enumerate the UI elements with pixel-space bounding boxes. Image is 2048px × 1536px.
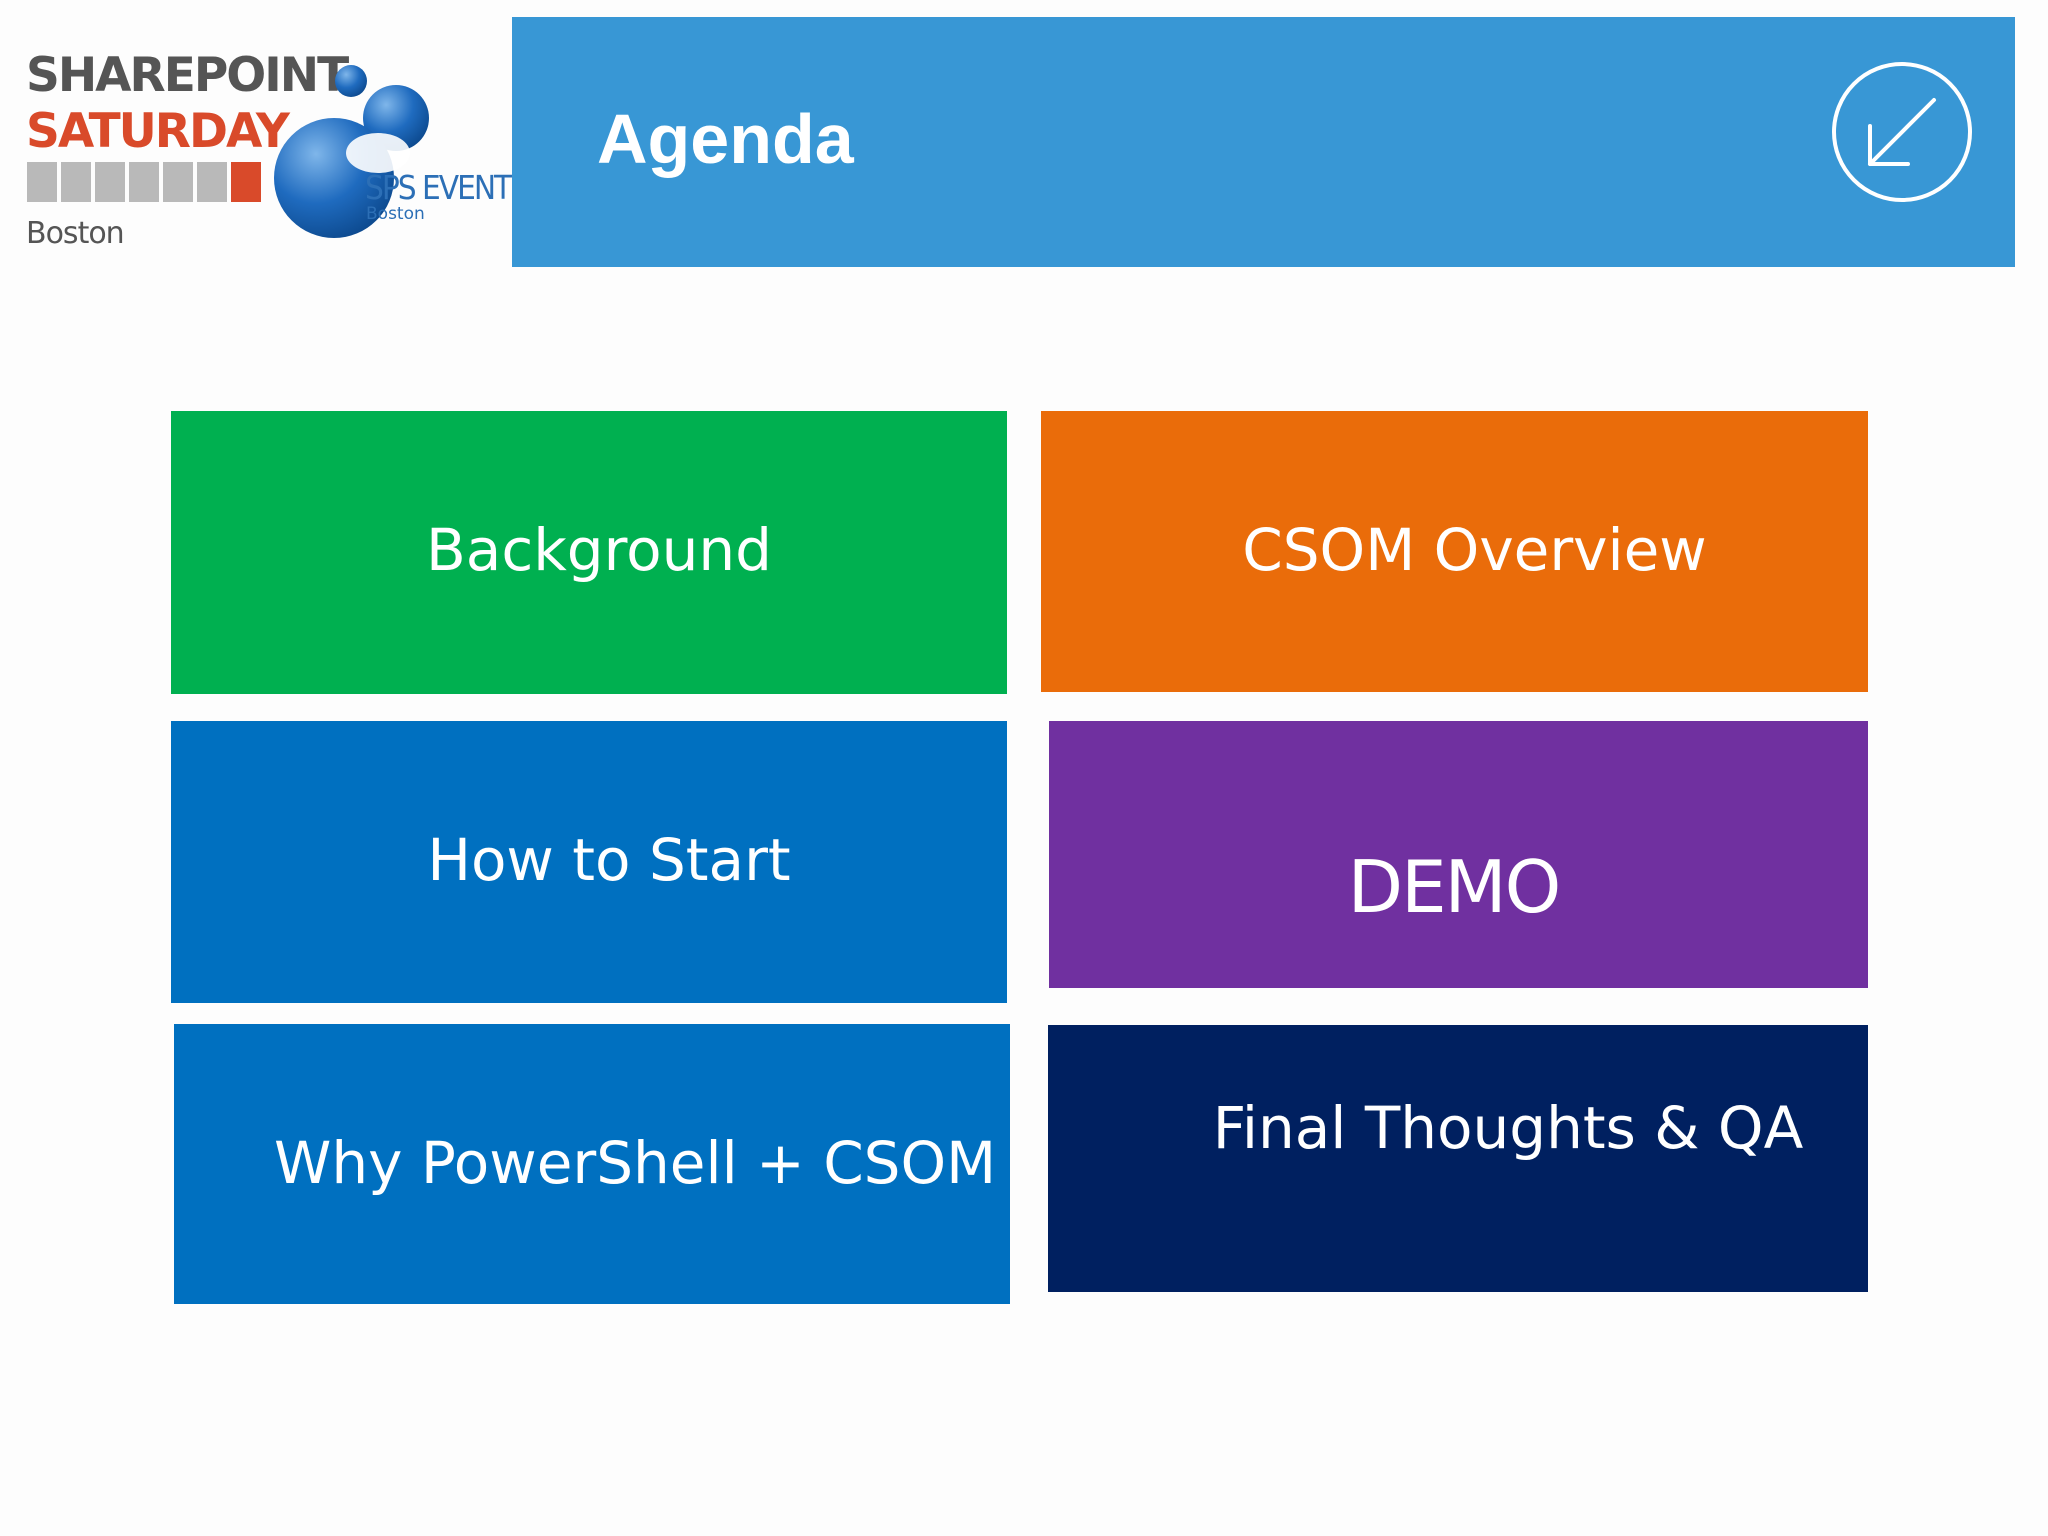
agenda-tile-final-thoughts-qa[interactable]: Final Thoughts & QA (1048, 1025, 1868, 1292)
agenda-tile-background[interactable]: Background (171, 411, 1007, 694)
logo-sharepoint-text: SHAREPOINT (26, 48, 349, 103)
agenda-tile-label: Final Thoughts & QA (1212, 1094, 1804, 1162)
page-title: Agenda (597, 100, 854, 178)
logo-blocks (27, 162, 261, 202)
logo-sps-events-text: SPS EVENTS (365, 168, 529, 207)
logo-city-text: Boston (26, 216, 125, 251)
logo-spheres-icon (274, 65, 429, 238)
sharepoint-saturday-logo: SHAREPOINT SATURDAY Boston SPS EVENTS Bo… (18, 40, 529, 260)
logo-saturday-text: SATURDAY (26, 104, 290, 159)
agenda-tile-label: How to Start (427, 826, 791, 894)
agenda-tile-why-powershell-csom[interactable]: Why PowerShell + CSOM (174, 1024, 1010, 1304)
agenda-tile-label: CSOM Overview (1242, 516, 1707, 584)
agenda-tile-label: Background (425, 516, 773, 584)
agenda-tile-how-to-start[interactable]: How to Start (171, 721, 1007, 1003)
agenda-tile-csom-overview[interactable]: CSOM Overview (1041, 411, 1868, 692)
agenda-tile-label: DEMO (1347, 845, 1562, 929)
title-banner: Agenda (512, 17, 2015, 267)
agenda-tile-label: Why PowerShell + CSOM (274, 1129, 997, 1197)
logo-sps-city-text: Boston (366, 204, 425, 224)
agenda-tile-demo[interactable]: DEMO (1049, 721, 1868, 988)
arrow-down-left-circle-icon[interactable] (1830, 60, 1974, 204)
